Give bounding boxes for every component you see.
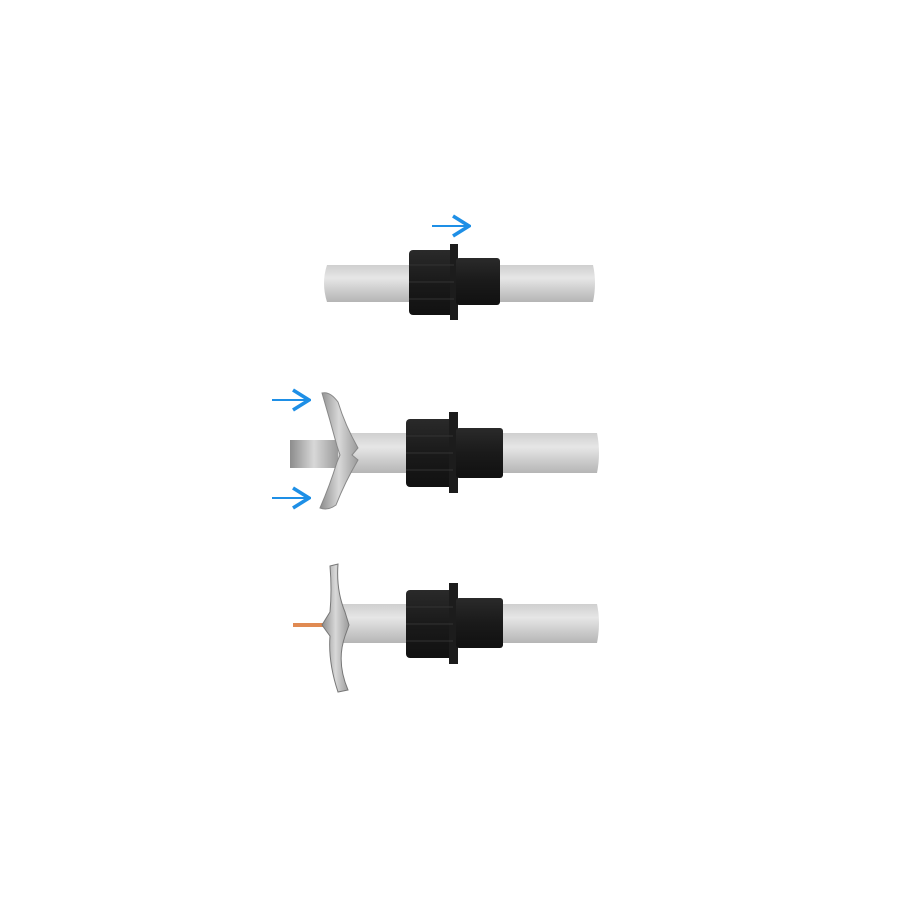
step-2 [272,393,599,509]
connector-nut [406,412,503,493]
folded-braid [319,392,359,510]
connector-nut [406,583,503,664]
connector-nut [409,244,500,320]
folded-foil [321,563,350,693]
dielectric-core [290,440,338,468]
step-1 [324,226,595,320]
step-3 [293,563,599,693]
